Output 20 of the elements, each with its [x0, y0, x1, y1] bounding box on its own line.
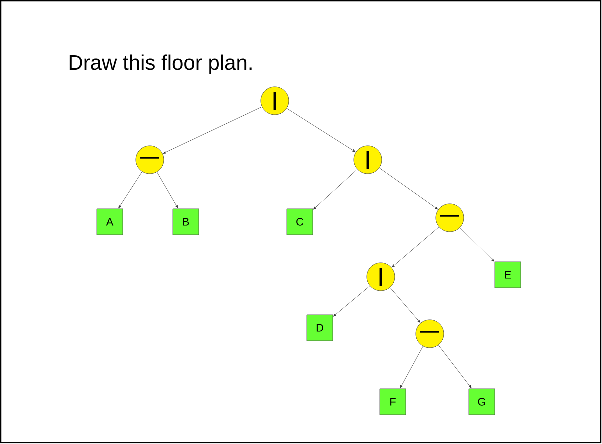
- arrow: [286, 108, 356, 152]
- room-box: C: [286, 208, 314, 236]
- arrow: [392, 227, 440, 268]
- arrow: [400, 346, 424, 388]
- room-box: B: [172, 208, 200, 236]
- arrow: [390, 288, 421, 323]
- arrow: [438, 345, 472, 389]
- arrow: [118, 172, 142, 209]
- room-box: A: [96, 208, 124, 236]
- arrow: [379, 168, 438, 210]
- room-box: F: [380, 388, 406, 416]
- room-box: G: [468, 388, 496, 416]
- arrow: [333, 286, 370, 317]
- arrow: [460, 228, 495, 262]
- room-box: E: [494, 262, 522, 288]
- arrow: [163, 106, 262, 154]
- arrow: [156, 172, 178, 208]
- room-box: D: [306, 314, 334, 342]
- title: Draw this floor plan.: [70, 54, 252, 74]
- arrow: [313, 169, 358, 210]
